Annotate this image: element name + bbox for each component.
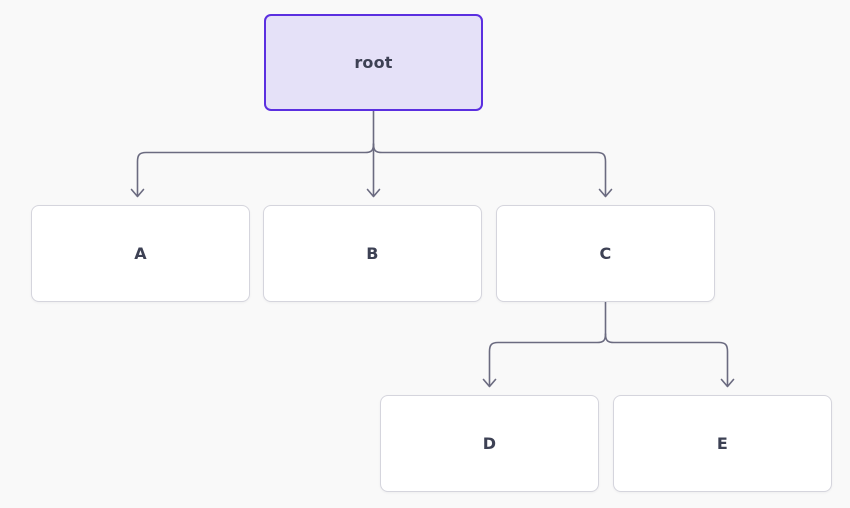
node-c[interactable]: C <box>496 205 715 302</box>
node-b-label: B <box>366 243 379 263</box>
node-a-label: A <box>134 243 147 263</box>
node-b[interactable]: B <box>263 205 482 302</box>
arrowhead-root-B <box>366 188 381 198</box>
edge-root-A <box>136 143 375 197</box>
arrowhead-root-A <box>130 188 145 198</box>
arrowhead-C-E <box>720 378 735 388</box>
node-c-label: C <box>599 243 612 263</box>
edge-root-C <box>372 143 607 197</box>
node-root[interactable]: root <box>264 14 483 111</box>
node-d[interactable]: D <box>380 395 599 492</box>
node-e-label: E <box>716 433 729 453</box>
node-root-label: root <box>354 52 393 72</box>
node-a[interactable]: A <box>31 205 250 302</box>
node-e[interactable]: E <box>613 395 832 492</box>
node-d-label: D <box>482 433 497 453</box>
edge-C-D <box>488 333 607 387</box>
edge-C-E <box>604 333 729 387</box>
arrowhead-root-C <box>598 188 613 198</box>
arrowhead-C-D <box>482 378 497 388</box>
